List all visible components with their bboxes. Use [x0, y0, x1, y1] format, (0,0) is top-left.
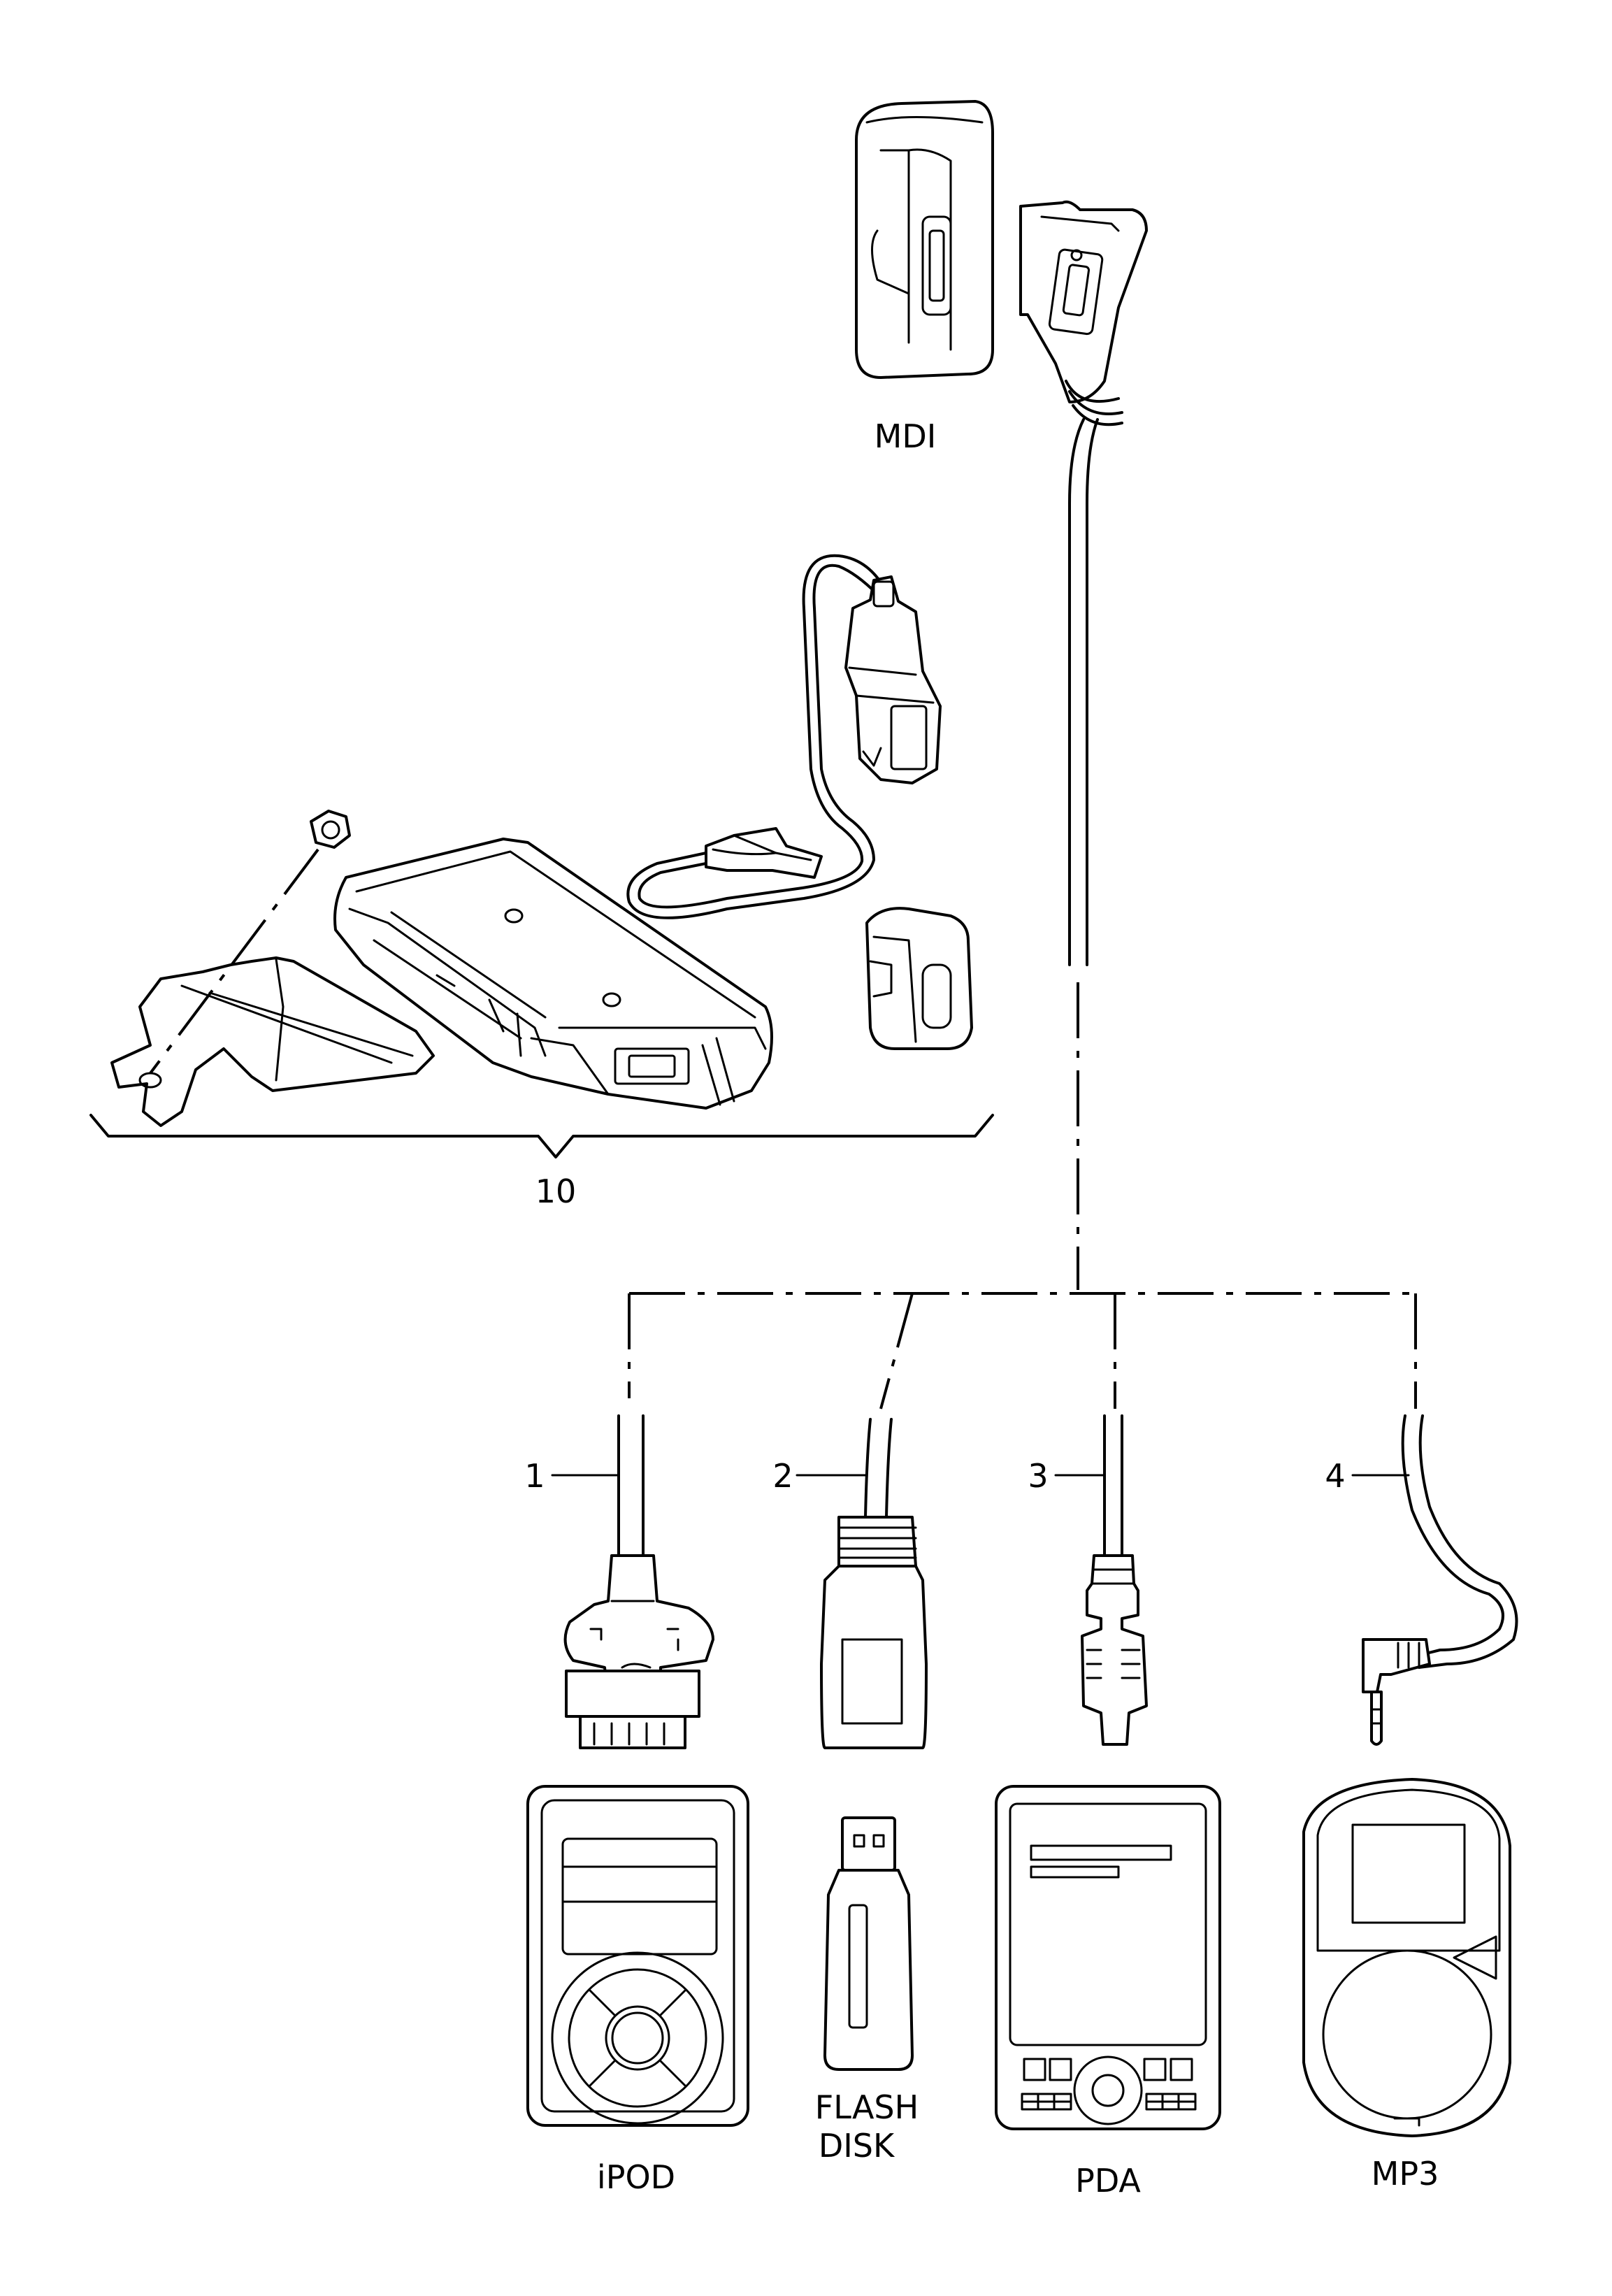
flash-disk-label-line1: FLASH	[815, 2088, 919, 2126]
pda-device	[995, 1785, 1221, 2130]
ipod-device	[526, 1785, 749, 2127]
branch-line-2	[879, 1293, 914, 1409]
ipod-cable	[563, 1414, 714, 1749]
flash-disk-label-line2: DISK	[819, 2127, 895, 2165]
kit-brace	[89, 1114, 994, 1158]
nut	[310, 810, 351, 849]
callout-1: 1	[524, 1457, 545, 1495]
mdi-connector-cap	[855, 100, 994, 379]
flash-disk-device	[823, 1816, 914, 2071]
connector-housing	[865, 907, 973, 1050]
kit-label: 10	[535, 1172, 577, 1210]
pda-label: PDA	[1075, 2162, 1141, 2200]
usb-cable	[820, 1418, 928, 1749]
callout-2: 2	[772, 1457, 793, 1495]
mdi-label: MDI	[875, 417, 937, 455]
ipod-label: iPOD	[597, 2158, 675, 2196]
mp3-device	[1302, 1778, 1511, 2137]
mdi-cable	[1068, 418, 1099, 966]
mounting-bracket	[110, 956, 435, 1127]
adapter-cable	[626, 554, 889, 919]
mp3-label: MP3	[1372, 2155, 1439, 2193]
interface-connector	[844, 575, 942, 784]
nut-assembly-line	[149, 848, 319, 1075]
mdi-plug	[1019, 200, 1148, 426]
mp3-cable	[1362, 1414, 1518, 1746]
interface-box	[333, 838, 773, 1110]
callout-4: 4	[1325, 1457, 1345, 1495]
callout-3: 3	[1028, 1457, 1048, 1495]
pda-cable	[1081, 1414, 1148, 1746]
